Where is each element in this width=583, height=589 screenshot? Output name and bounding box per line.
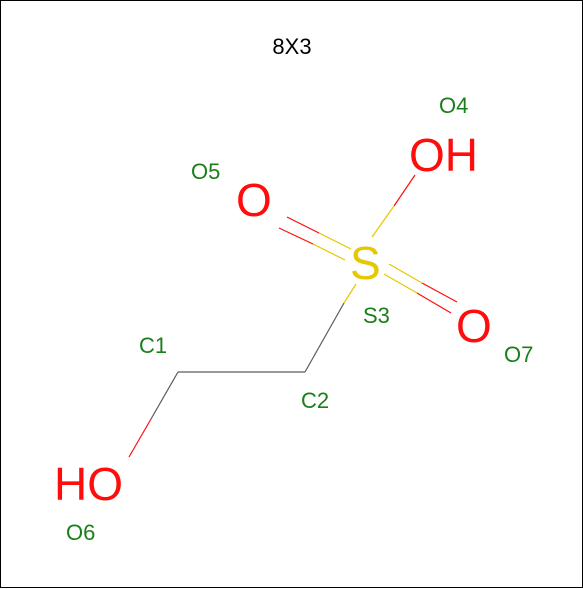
label-o7: O7 <box>504 342 533 367</box>
bond-s3-o7-line2-sulfur-half <box>383 273 418 294</box>
label-c2: C2 <box>301 388 329 413</box>
bond-s3-o5-line1-oxygen-half <box>286 216 320 234</box>
bond-c1-o6-carbon-half <box>150 371 179 420</box>
label-s3: S3 <box>363 303 390 328</box>
label-o6: O6 <box>66 520 95 545</box>
bond-s3-o4-oxygen-half <box>393 174 416 207</box>
bond-s3-o7-line2-oxygen-half <box>416 292 452 314</box>
bond-s3-c2-carbon-half <box>304 302 345 373</box>
label-o5: O5 <box>191 159 220 184</box>
atom-symbols: OH O S O HO <box>54 129 492 510</box>
atom-o6-symbol: HO <box>54 458 123 510</box>
bond-s3-o5-line2-oxygen-half <box>278 227 314 245</box>
atom-o4-symbol: OH <box>409 129 478 181</box>
bonds <box>128 174 458 458</box>
atom-labels: O4 O5 S3 O7 C1 C2 O6 <box>66 93 533 545</box>
molecule-title: 8X3 <box>272 34 311 59</box>
atom-o7-symbol: O <box>456 300 492 352</box>
bond-c1-o6-oxygen-half <box>128 418 152 458</box>
atom-o5-symbol: O <box>236 174 272 226</box>
atom-s3-symbol: S <box>350 237 381 289</box>
bond-s3-o5-line2-sulfur-half <box>312 243 346 261</box>
label-c1: C1 <box>139 333 167 358</box>
bond-s3-o4-sulfur-half <box>371 205 395 238</box>
bond-s3-c2-sulfur-half <box>343 283 357 304</box>
bond-s3-o5-line1-sulfur-half <box>318 232 352 250</box>
bond-s3-o7-line1-oxygen-half <box>421 282 458 303</box>
bond-s3-o7-line1-sulfur-half <box>388 263 423 284</box>
label-o4: O4 <box>439 93 468 118</box>
